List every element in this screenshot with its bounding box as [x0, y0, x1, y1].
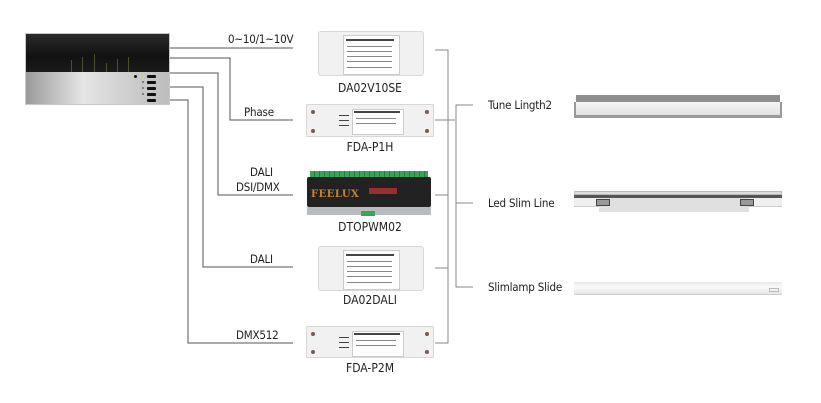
- driver-fda-p2m-image: [306, 326, 434, 358]
- fixture-led-slim-line-image: [574, 191, 782, 215]
- controller-button: [147, 87, 156, 90]
- driver-name-da02dali: DA02DALI: [343, 293, 397, 307]
- controller-button: [147, 99, 156, 102]
- signal-label-0-10v: 0~10/1~10V: [228, 32, 294, 46]
- driver-bracket: [435, 49, 449, 344]
- driver-name-fda-p1h: FDA-P1H: [346, 140, 394, 154]
- fixture-label-slimlamp-slide: Slimlamp Slide: [488, 280, 563, 294]
- wire-dmx512: [170, 99, 293, 344]
- fixture-bracket-line: [455, 104, 473, 288]
- fixture-tune-lingth2-image: [574, 95, 782, 120]
- signal-label-dmx512: DMX512: [236, 328, 279, 342]
- controller-display: [26, 34, 169, 72]
- signal-label-dsi-dmx: DSI/DMX: [236, 180, 280, 194]
- driver-fda-p1h-image: [306, 104, 434, 137]
- controller-button: [147, 75, 156, 78]
- driver-dtopwm02-image: FEELUX: [307, 171, 431, 218]
- controller-button: [147, 81, 156, 84]
- feelux-logo: FEELUX: [311, 189, 360, 200]
- fixture-label-led-slim-line: Led Slim Line: [488, 196, 555, 210]
- driver-name-fda-p2m: FDA-P2M: [345, 361, 395, 375]
- fixture-label-tune-lingth2: Tune Lingth2: [488, 98, 552, 112]
- controller-button: [147, 93, 156, 96]
- signal-label-dali: DALI: [250, 165, 273, 179]
- wire-dali: [170, 86, 293, 268]
- fixture-slimlamp-slide-image: [574, 282, 782, 295]
- controller-panel: [26, 72, 169, 104]
- signal-label-phase: Phase: [244, 105, 274, 119]
- driver-da02dali-image: [318, 246, 424, 291]
- controller-keypad: [25, 33, 170, 105]
- driver-name-dtopwm02: DTOPWM02: [338, 220, 402, 234]
- wire-dali-dsi-dmx: [170, 72, 293, 196]
- driver-name-da02v10se: DA02V10SE: [337, 81, 402, 95]
- signal-label-dali-2: DALI: [250, 252, 273, 266]
- wire-phase: [170, 57, 293, 121]
- driver-da02v10se-image: [318, 31, 424, 76]
